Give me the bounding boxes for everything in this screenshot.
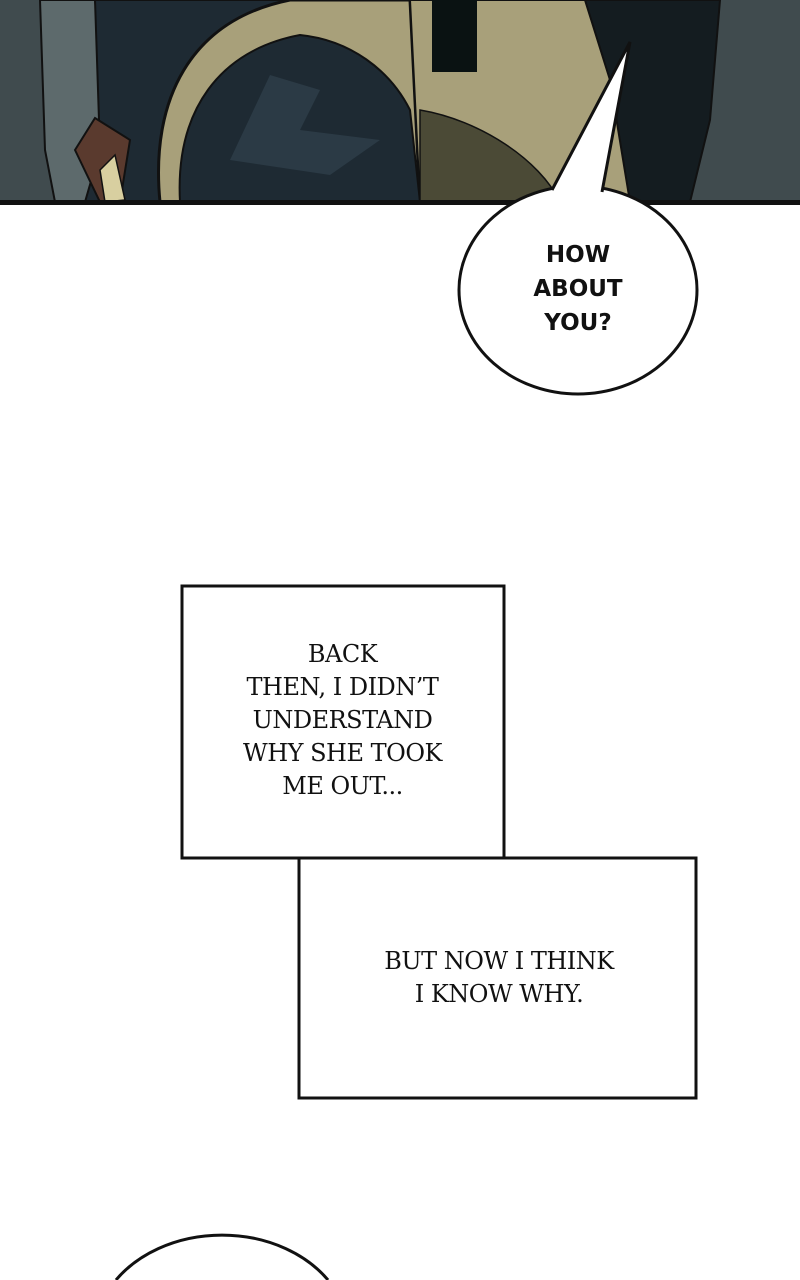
speech-bubble-how-about-you	[457, 41, 699, 396]
caption-box-outline	[180, 584, 698, 1100]
caption-text-now-i-think: BUT NOW I THINK I KNOW WHY.	[384, 947, 614, 1008]
caption-text-back-then: BACK THEN, I DIDN’T UNDERSTAND WHY SHE T…	[243, 640, 442, 800]
top-panel-artwork	[0, 0, 800, 205]
speech-bubble-text: HOW ABOUT YOU?	[533, 242, 623, 336]
speech-bubble-partial	[114, 1233, 330, 1280]
